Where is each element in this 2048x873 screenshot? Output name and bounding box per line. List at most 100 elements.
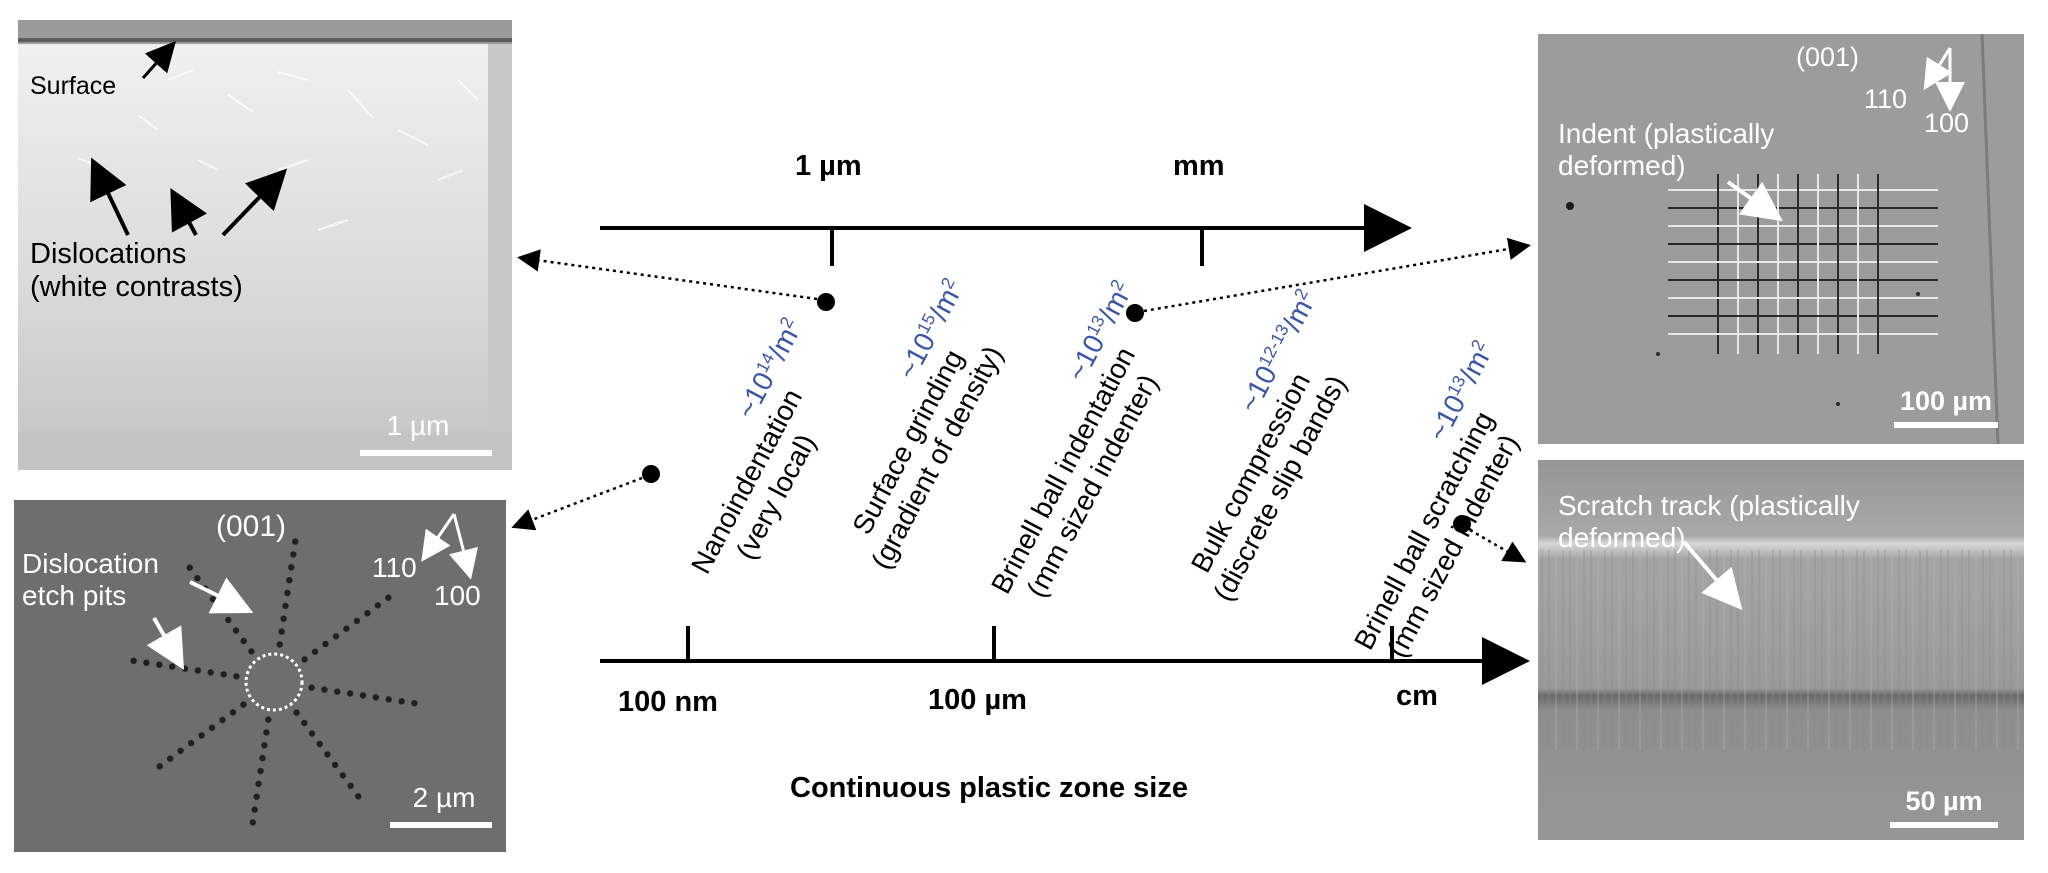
- etch-pit: [398, 698, 405, 705]
- etch-pit: [156, 763, 163, 770]
- etch-pit: [282, 602, 289, 610]
- etch-pit: [385, 696, 392, 703]
- etch-pits-label: Dislocation etch pits: [22, 548, 159, 612]
- etch-pit: [251, 806, 258, 813]
- etch-scale-bar: [390, 822, 492, 828]
- dislocation-arrow: [170, 187, 208, 236]
- etch-pit: [311, 648, 319, 655]
- etch-pit: [249, 819, 256, 826]
- etch-pit: [265, 716, 272, 723]
- indent-scale-label: 100 µm: [1899, 386, 1993, 416]
- etch-pit: [301, 656, 308, 663]
- indent-arrows: [1726, 47, 1965, 222]
- etch-pit: [331, 761, 339, 769]
- etch-pit: [207, 669, 214, 676]
- etch-pit: [293, 709, 300, 716]
- etch-pit: [198, 732, 205, 739]
- etch-pit: [343, 625, 350, 632]
- etch-pit: [290, 551, 297, 558]
- etch-pit: [276, 641, 283, 648]
- etch-pit: [233, 673, 240, 680]
- etch-pit: [324, 751, 331, 758]
- bottom-tick-label-cm: cm: [1396, 680, 1438, 712]
- etch-pit: [332, 633, 340, 640]
- dislocation-arrow: [90, 157, 130, 236]
- scratch-marker: [1453, 515, 1471, 533]
- scratch-panel: Scratch track (plastically deformed) 50 …: [1538, 460, 2024, 840]
- etch-scale-label: 2 µm: [412, 782, 476, 813]
- etch-pit: [240, 637, 247, 645]
- etch-pit: [322, 640, 329, 648]
- scratch-connector: [1469, 528, 1527, 563]
- etch-pit: [308, 684, 315, 691]
- etch-pit: [347, 782, 354, 789]
- indent-panel: (001) 110 100 Indent (plastically deform…: [1538, 34, 2024, 444]
- tem-micrograph: [18, 20, 512, 470]
- etch-pit: [278, 628, 285, 635]
- scratch-scale-label: 50 µm: [1905, 786, 1983, 816]
- etch-pit: [220, 671, 227, 678]
- etch-pit-arrow: [189, 577, 254, 614]
- etch-pit: [255, 780, 262, 787]
- scratch-scale-bar: [1890, 822, 1998, 828]
- etch-pit-arrow: [146, 616, 185, 670]
- etch-pit: [353, 617, 361, 625]
- indent-scale-bar: [1894, 422, 1998, 428]
- etch-pit: [374, 602, 381, 609]
- indent-arrow: [1726, 180, 1784, 222]
- etch-pit: [177, 747, 184, 754]
- nanoindent-connector: [511, 476, 643, 531]
- indent-dir-100: 100: [1924, 108, 1970, 138]
- etch-pit: [301, 719, 308, 727]
- indent-dir-110: 110: [1864, 84, 1908, 114]
- etch-pit: [411, 700, 418, 707]
- tem-arrows: [90, 41, 288, 237]
- etch-pit: [284, 589, 291, 597]
- etch-dir-100: 100: [434, 580, 481, 611]
- surface-arrow: [141, 41, 176, 79]
- scratch-arrow-layer: [1682, 540, 1743, 611]
- brinell-indent-marker: [1126, 304, 1144, 322]
- indent-label: Indent (plastically deformed): [1558, 118, 1775, 182]
- etch-pit: [280, 615, 287, 622]
- indent-orientation: (001): [1796, 42, 1860, 72]
- etch-pit: [232, 627, 240, 634]
- etch-pit: [208, 724, 216, 731]
- etch-pit: [186, 564, 193, 571]
- etch-pit: [372, 694, 379, 701]
- x-axis-title: Continuous plastic zone size: [790, 772, 1188, 804]
- etch-pit: [194, 575, 201, 582]
- brinell-indent-connector: [1143, 237, 1531, 313]
- etch-pit: [292, 538, 299, 545]
- top-tick-label-mm: mm: [1173, 150, 1225, 182]
- etch-pit-panel: (001) 110 100 Dislocation etch pits 2 µm: [14, 500, 506, 852]
- nanoindent-marker: [642, 465, 660, 483]
- scratch-arrow: [1682, 540, 1743, 611]
- etch-pit: [288, 564, 295, 571]
- etch-pit: [334, 688, 341, 695]
- etch-pit: [219, 716, 226, 724]
- etch-pit: [364, 610, 371, 617]
- grinding-marker: [817, 293, 835, 311]
- etch-pit: [346, 690, 354, 697]
- etch-pit: [385, 594, 392, 601]
- etch-pit: [253, 793, 260, 800]
- grinding-connector: [517, 249, 818, 301]
- etch-pit: [229, 709, 237, 716]
- bottom-tick-label-100nm: 100 nm: [618, 686, 718, 718]
- bottom-tick-label-100um: 100 µm: [928, 684, 1027, 716]
- etch-pit: [308, 730, 316, 737]
- etch-pit: [225, 616, 232, 624]
- tem-scale-label: 1 µm: [386, 410, 450, 441]
- dislocations-label: Dislocations (white contrasts): [30, 238, 243, 304]
- tem-scale-bar: [360, 450, 492, 456]
- etch-pit: [187, 739, 195, 747]
- tem-image-panel: Surface Dislocations (white contrasts) 1…: [18, 20, 512, 470]
- etch-pit: [240, 701, 247, 708]
- etch-pit: [261, 742, 268, 749]
- dislocation-arrow: [221, 168, 288, 237]
- etch-orientation: (001): [216, 510, 287, 543]
- etch-pit: [130, 657, 137, 664]
- etch-pit: [339, 772, 346, 779]
- scratch-micrograph: [1538, 460, 2024, 840]
